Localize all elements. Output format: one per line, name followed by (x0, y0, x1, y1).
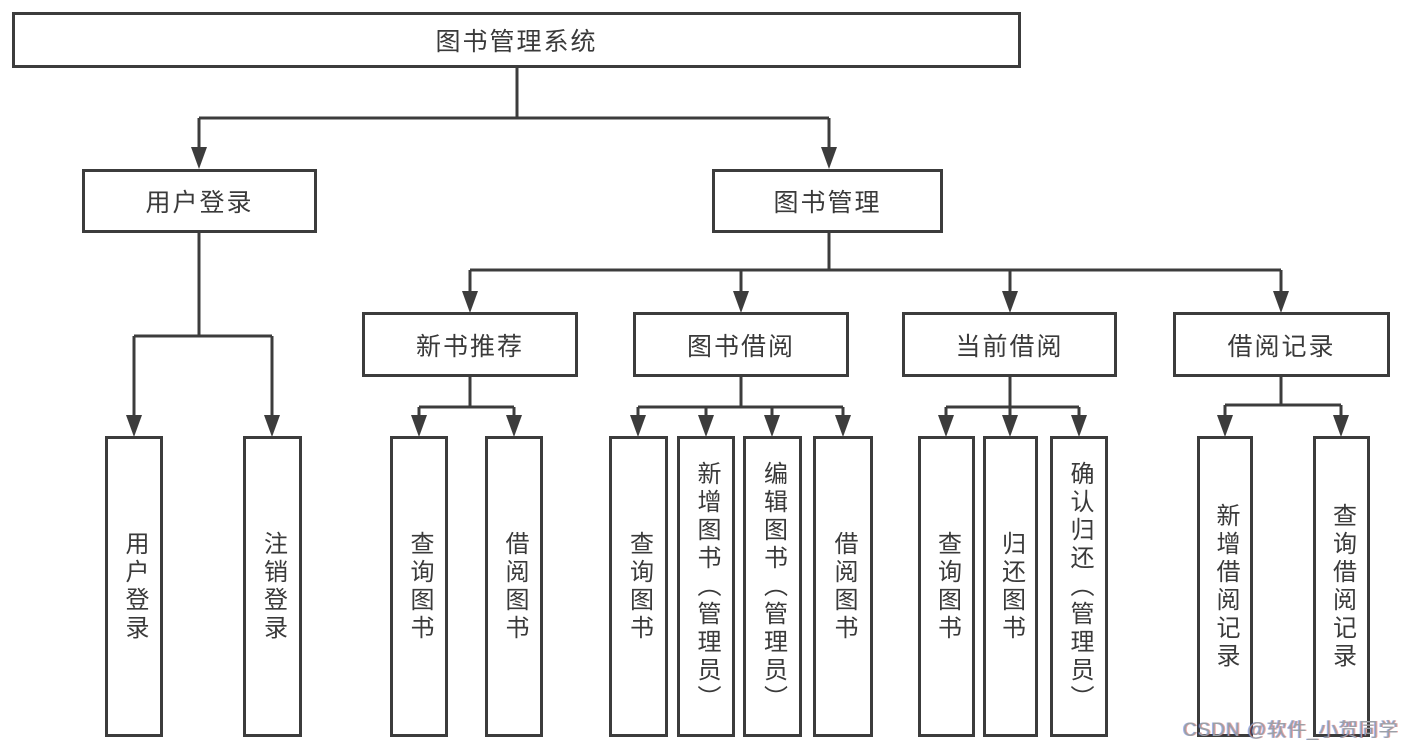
node-root-library-management-system: 图书管理系统 (12, 12, 1021, 68)
node-label: 新增图书（管理员） (693, 460, 720, 713)
leaf-confirm-return-admin: 确认归还（管理员） (1050, 436, 1108, 737)
connector-current-to-leaves (944, 377, 1081, 420)
arrowhead (264, 415, 280, 437)
leaf-logout: 注销登录 (243, 436, 302, 737)
node-book-borrowing: 图书借阅 (633, 312, 849, 377)
connector-newbook-to-leaves (417, 377, 516, 420)
node-label: 查询图书 (406, 530, 433, 643)
leaf-return-books: 归还图书 (983, 436, 1038, 737)
node-label: 新书推荐 (415, 332, 524, 361)
node-label: 编辑图书（管理员） (759, 460, 787, 713)
node-label: 图书借阅 (686, 332, 795, 361)
node-label: 用户登录 (121, 530, 148, 643)
connector-root-to-level2 (197, 68, 831, 152)
node-label: 注销登录 (259, 530, 287, 643)
arrowhead (1071, 415, 1087, 437)
connector-borrow-to-leaves (636, 377, 845, 420)
node-label: 用户登录 (145, 189, 254, 217)
node-user-login: 用户登录 (82, 169, 317, 233)
arrowhead (835, 415, 851, 437)
arrowhead (506, 415, 522, 437)
arrowhead (411, 415, 427, 437)
leaf-query-books-borrowing: 查询图书 (609, 436, 668, 737)
leaf-borrow-books-recommend: 借阅图书 (485, 436, 543, 737)
csdn-watermark: CSDN @软件_小贺同学 (1183, 720, 1399, 741)
arrowhead (1273, 291, 1289, 313)
arrowhead (126, 415, 142, 437)
node-label: 查询图书 (933, 530, 961, 643)
connector-records-to-leaves (1223, 377, 1343, 420)
leaf-user-login: 用户登录 (105, 436, 163, 737)
arrowhead (1333, 415, 1349, 437)
node-label: 借阅图书 (830, 530, 857, 643)
leaf-query-books-current: 查询图书 (918, 436, 975, 737)
connector-bookmgmt-to-level3 (468, 233, 1283, 296)
node-current-borrowing: 当前借阅 (902, 312, 1117, 377)
node-label: 查询借阅记录 (1328, 502, 1356, 671)
arrowhead (821, 147, 837, 169)
arrowhead (698, 415, 714, 437)
arrowhead (764, 415, 780, 437)
leaf-query-books-recommend: 查询图书 (390, 436, 448, 737)
node-label: 归还图书 (997, 530, 1025, 643)
arrowhead (191, 147, 207, 169)
arrowhead (1002, 291, 1018, 313)
arrowhead (462, 291, 478, 313)
leaf-borrow-books: 借阅图书 (813, 436, 873, 737)
arrowhead (630, 415, 646, 437)
leaf-add-books-admin: 新增图书（管理员） (677, 436, 735, 737)
node-label: 确认归还（管理员） (1066, 460, 1093, 713)
node-label: 借阅图书 (501, 530, 528, 643)
leaf-add-borrow-record: 新增借阅记录 (1197, 436, 1253, 737)
node-label: 借阅记录 (1227, 332, 1336, 361)
leaf-query-borrow-record: 查询借阅记录 (1313, 436, 1370, 737)
arrowhead (733, 291, 749, 313)
arrowhead (938, 415, 954, 437)
arrowhead (1002, 415, 1018, 437)
arrowhead (1217, 415, 1233, 437)
node-new-book-recommendation: 新书推荐 (362, 312, 578, 377)
node-label: 图书管理系统 (435, 28, 598, 56)
leaf-edit-books-admin: 编辑图书（管理员） (743, 436, 802, 737)
node-label: 新增借阅记录 (1212, 502, 1239, 671)
node-label: 查询图书 (625, 530, 653, 643)
connector-userlogin-to-leaves (132, 233, 274, 420)
node-label: 当前借阅 (955, 332, 1064, 361)
node-label: 图书管理 (773, 189, 882, 217)
node-borrowing-records: 借阅记录 (1173, 312, 1390, 377)
node-book-management: 图书管理 (712, 169, 943, 233)
